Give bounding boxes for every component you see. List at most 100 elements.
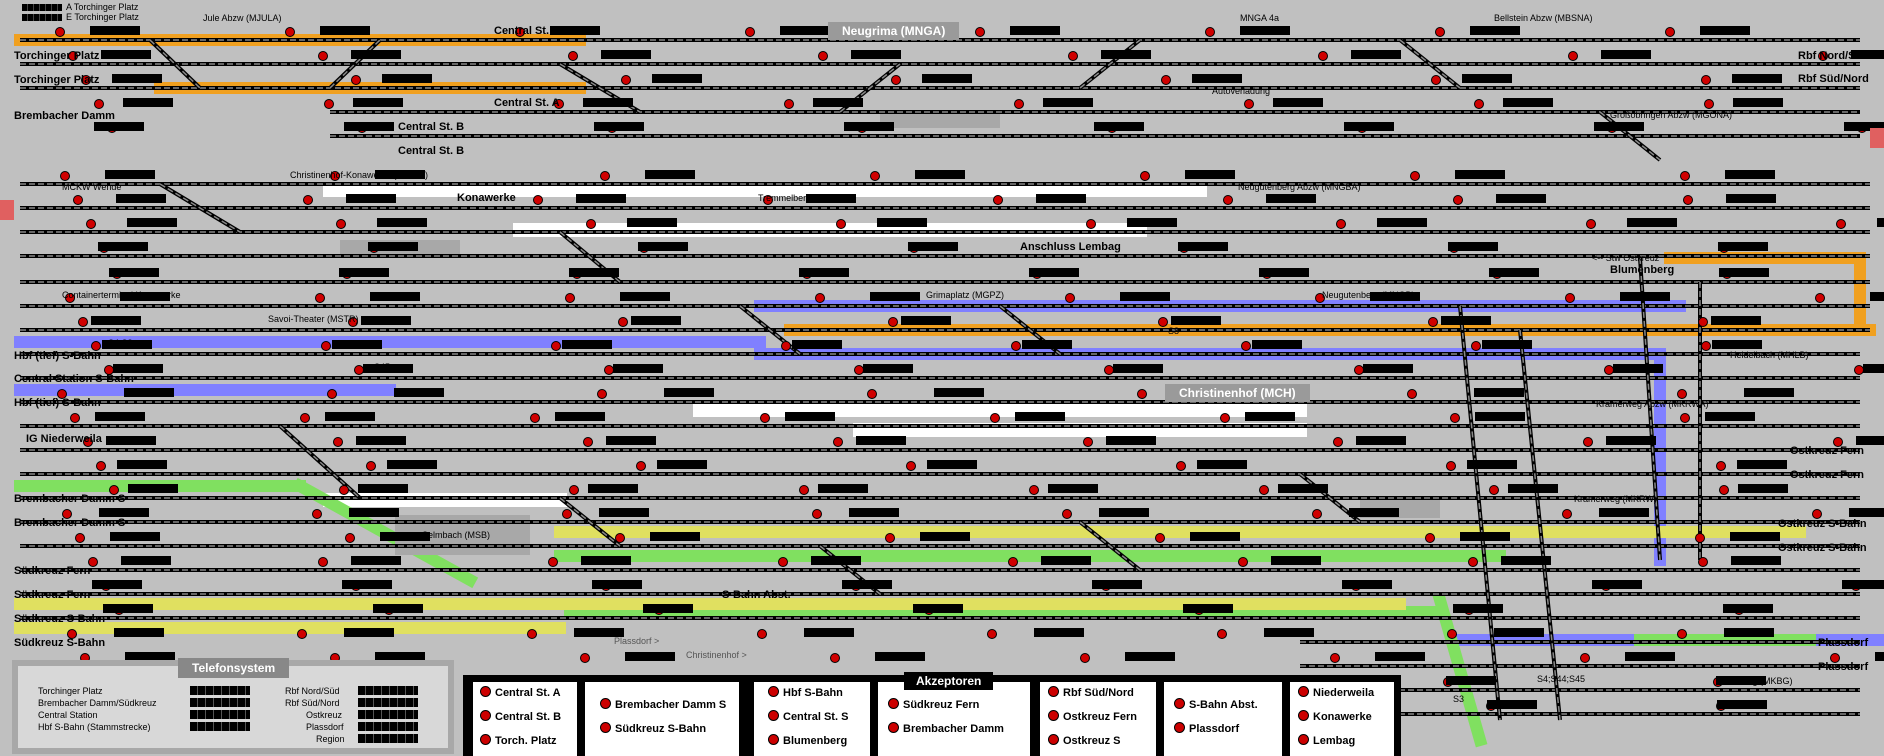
signal-icon[interactable] [1315, 293, 1325, 303]
signal-icon[interactable] [1447, 629, 1457, 639]
signal-icon[interactable] [1701, 341, 1711, 351]
signal-icon[interactable] [73, 195, 83, 205]
signal-icon[interactable] [1086, 219, 1096, 229]
signal-icon[interactable] [1220, 413, 1230, 423]
signal-icon[interactable] [285, 27, 295, 37]
signal-icon[interactable] [530, 413, 540, 423]
signal-icon[interactable] [836, 219, 846, 229]
signal-icon[interactable] [1205, 27, 1215, 37]
signal-icon[interactable] [636, 461, 646, 471]
signal-icon[interactable] [1698, 317, 1708, 327]
signal-icon[interactable] [60, 171, 70, 181]
signal-icon[interactable] [1833, 437, 1843, 447]
akz-button-central-a[interactable]: Central St. A [480, 686, 561, 699]
signal-icon[interactable] [1431, 75, 1441, 85]
signal-icon[interactable] [1471, 341, 1481, 351]
akz-button-hbf-sbahn[interactable]: Hbf S-Bahn [768, 686, 843, 699]
signal-icon[interactable] [885, 533, 895, 543]
signal-icon[interactable] [86, 219, 96, 229]
signal-icon[interactable] [83, 437, 93, 447]
signal-icon[interactable] [548, 557, 558, 567]
akz-button-blumenberg[interactable]: Blumenberg [768, 734, 847, 747]
signal-icon[interactable] [781, 341, 791, 351]
signal-icon[interactable] [62, 509, 72, 519]
signal-icon[interactable] [1719, 485, 1729, 495]
signal-icon[interactable] [1698, 557, 1708, 567]
signal-icon[interactable] [300, 413, 310, 423]
signal-icon[interactable] [1241, 341, 1251, 351]
signal-icon[interactable] [1818, 51, 1828, 61]
signal-icon[interactable] [312, 509, 322, 519]
akz-button-brembacher-s[interactable]: Brembacher Damm S [600, 698, 726, 711]
tel-line-button[interactable] [358, 734, 418, 743]
signal-icon[interactable] [818, 51, 828, 61]
signal-icon[interactable] [91, 341, 101, 351]
signal-icon[interactable] [336, 219, 346, 229]
signal-icon[interactable] [345, 533, 355, 543]
signal-icon[interactable] [1665, 27, 1675, 37]
signal-icon[interactable] [67, 629, 77, 639]
signal-icon[interactable] [330, 171, 340, 181]
tel-line-button[interactable] [190, 722, 250, 731]
signal-icon[interactable] [1062, 509, 1072, 519]
signal-icon[interactable] [621, 75, 631, 85]
signal-icon[interactable] [615, 533, 625, 543]
signal-icon[interactable] [1680, 413, 1690, 423]
signal-icon[interactable] [1137, 389, 1147, 399]
akz-button-niederweila[interactable]: Niederweila [1298, 686, 1374, 699]
signal-icon[interactable] [1836, 219, 1846, 229]
signal-icon[interactable] [888, 317, 898, 327]
signal-icon[interactable] [515, 27, 525, 37]
signal-icon[interactable] [565, 293, 575, 303]
signal-icon[interactable] [1468, 557, 1478, 567]
tel-line-button[interactable] [358, 698, 418, 707]
akz-button-sudkreuz-sbahn[interactable]: Südkreuz S-Bahn [600, 722, 706, 735]
signal-icon[interactable] [339, 485, 349, 495]
signal-icon[interactable] [993, 195, 1003, 205]
signal-icon[interactable] [1104, 365, 1114, 375]
tel-line-button[interactable] [190, 710, 250, 719]
akz-button-central-b[interactable]: Central St. B [480, 710, 561, 723]
signal-icon[interactable] [297, 629, 307, 639]
signal-icon[interactable] [906, 461, 916, 471]
signal-icon[interactable] [70, 413, 80, 423]
signal-icon[interactable] [1407, 389, 1417, 399]
akz-button-ostkreuz-s[interactable]: Ostkreuz S [1048, 734, 1120, 747]
signal-icon[interactable] [597, 389, 607, 399]
signal-icon[interactable] [1312, 509, 1322, 519]
signal-icon[interactable] [1701, 75, 1711, 85]
signal-icon[interactable] [527, 629, 537, 639]
signal-icon[interactable] [1580, 653, 1590, 663]
signal-icon[interactable] [1435, 27, 1445, 37]
signal-icon[interactable] [1330, 653, 1340, 663]
signal-icon[interactable] [1450, 413, 1460, 423]
signal-icon[interactable] [812, 509, 822, 519]
tel-line-button[interactable] [358, 722, 418, 731]
signal-icon[interactable] [348, 317, 358, 327]
signal-icon[interactable] [854, 365, 864, 375]
signal-icon[interactable] [109, 485, 119, 495]
signal-icon[interactable] [1683, 195, 1693, 205]
signal-icon[interactable] [604, 365, 614, 375]
signal-icon[interactable] [366, 461, 376, 471]
signal-icon[interactable] [1568, 51, 1578, 61]
signal-icon[interactable] [815, 293, 825, 303]
signal-icon[interactable] [327, 389, 337, 399]
signal-icon[interactable] [757, 629, 767, 639]
signal-icon[interactable] [1068, 51, 1078, 61]
signal-icon[interactable] [1176, 461, 1186, 471]
signal-icon[interactable] [303, 195, 313, 205]
signal-icon[interactable] [1410, 171, 1420, 181]
signal-icon[interactable] [580, 653, 590, 663]
signal-icon[interactable] [1333, 437, 1343, 447]
akz-button-torch-platz[interactable]: Torch. Platz [480, 734, 557, 747]
signal-icon[interactable] [315, 293, 325, 303]
signal-icon[interactable] [88, 557, 98, 567]
signal-icon[interactable] [975, 27, 985, 37]
signal-icon[interactable] [96, 461, 106, 471]
signal-icon[interactable] [583, 437, 593, 447]
akz-button-sudkreuz-fern[interactable]: Südkreuz Fern [888, 698, 979, 711]
signal-icon[interactable] [1677, 389, 1687, 399]
signal-icon[interactable] [333, 437, 343, 447]
signal-icon[interactable] [799, 485, 809, 495]
